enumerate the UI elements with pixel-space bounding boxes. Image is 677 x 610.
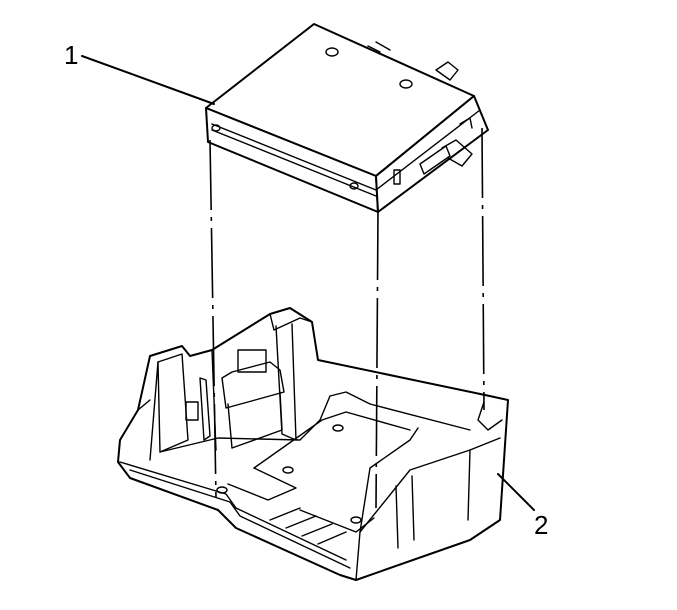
callout-2: 2 xyxy=(497,473,548,540)
mounting-tray xyxy=(117,307,509,581)
tray-rim xyxy=(157,353,189,453)
callout-label-1: 1 xyxy=(64,40,78,70)
alignment-lines xyxy=(209,127,485,509)
tray-outer-shell xyxy=(117,307,509,581)
electronic-module xyxy=(205,23,489,213)
callout-1: 1 xyxy=(64,40,215,105)
callout-label-2: 2 xyxy=(534,510,548,540)
